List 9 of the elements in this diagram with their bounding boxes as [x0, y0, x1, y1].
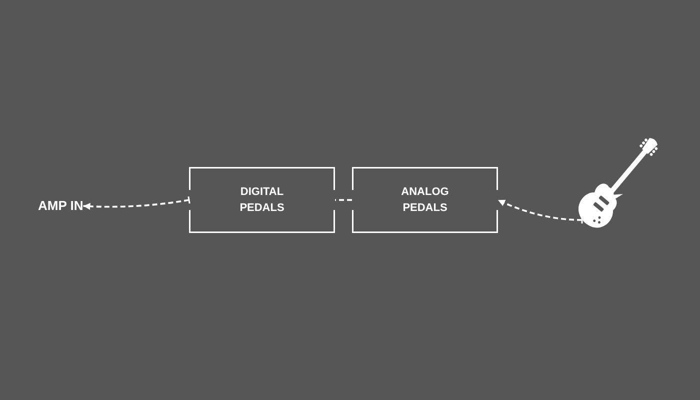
dashed-arrow	[83, 196, 190, 210]
guitar-icon	[576, 136, 658, 230]
box-label: DIGITAL PEDALS	[238, 185, 286, 216]
dashed-arrow	[498, 199, 583, 224]
box-label: ANALOG PEDALS	[400, 185, 450, 216]
pedal-box	[189, 167, 335, 233]
pedal-box	[352, 167, 498, 233]
dashed-line	[335, 199, 352, 201]
endpoint-label: AMP IN	[38, 198, 84, 214]
